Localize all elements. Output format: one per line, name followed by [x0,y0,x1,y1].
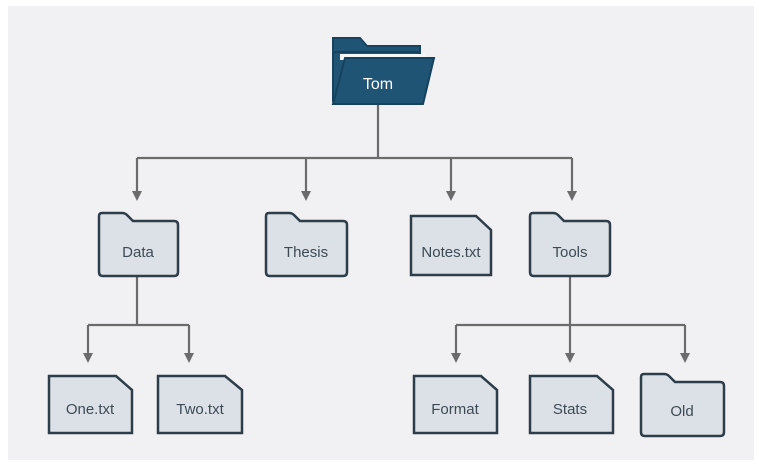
file-stats[interactable]: Stats [528,374,615,435]
root-folder-tom[interactable]: Tom [331,37,436,105]
folder-thesis-label: Thesis [284,244,328,261]
folder-thesis[interactable]: Thesis [264,211,349,278]
folder-icon [639,372,726,438]
file-stats-label: Stats [553,401,587,418]
folder-data[interactable]: Data [97,211,180,278]
folder-old[interactable]: Old [639,372,726,438]
file-icon [528,374,615,435]
file-format-label: Format [431,401,479,418]
folder-tools-label: Tools [552,244,587,261]
folder-icon [97,211,180,278]
file-two-txt-label: Two.txt [176,401,224,418]
file-two-txt[interactable]: Two.txt [156,374,244,435]
file-icon [47,374,134,435]
folder-open-front [331,57,436,105]
file-format[interactable]: Format [412,374,499,435]
file-notes-txt[interactable]: Notes.txt [409,214,493,277]
file-icon [409,214,493,277]
connector-lines [83,105,690,363]
folder-tools[interactable]: Tools [528,211,612,278]
file-icon [412,374,499,435]
folder-icon [264,211,349,278]
root-folder-label: Tom [363,76,393,93]
folder-icon [528,211,612,278]
folder-old-label: Old [670,403,693,420]
file-one-txt[interactable]: One.txt [47,374,134,435]
folder-data-label: Data [122,244,154,261]
file-icon [156,374,244,435]
file-notes-txt-label: Notes.txt [421,244,481,261]
file-one-txt-label: One.txt [66,401,115,418]
